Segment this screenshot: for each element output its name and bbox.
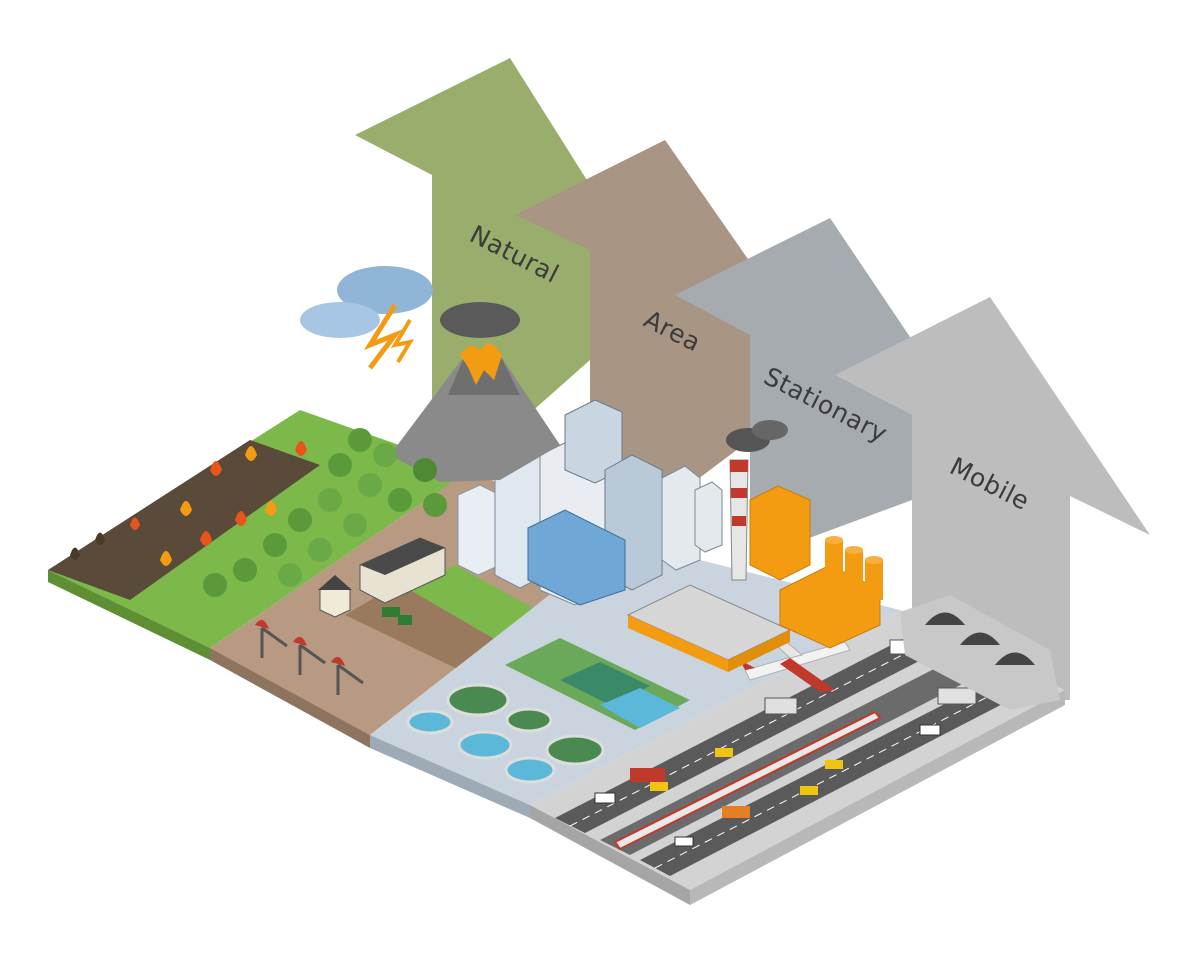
farmhouse-icon <box>318 575 352 618</box>
oil-pump-icon <box>255 619 364 695</box>
water-treatment-icon <box>406 638 690 784</box>
tractor-icon <box>382 607 412 625</box>
storm-cloud-icon <box>300 266 433 338</box>
train-icon <box>613 710 882 851</box>
arrow-area: Area <box>515 140 750 560</box>
wildfire-icon <box>70 441 307 566</box>
office-towers-icon <box>457 399 723 606</box>
barn-icon <box>359 537 446 604</box>
truck-icon <box>630 639 977 818</box>
ground-natural <box>48 410 470 648</box>
ground-natural-edge <box>48 570 210 660</box>
volcano-icon <box>390 302 560 482</box>
arrow-natural: Natural <box>355 58 590 500</box>
lightning-icon <box>363 303 415 370</box>
ground-mobile-side <box>690 690 1065 905</box>
power-plant-chimney-icon <box>726 420 788 581</box>
ground-area-edge <box>210 648 370 748</box>
ground-burnt-forest <box>48 440 320 600</box>
arrow-mobile: Mobile <box>835 297 1150 700</box>
car-icon <box>594 724 941 847</box>
forest-icon <box>203 428 447 597</box>
tunnel-icon <box>900 595 1060 710</box>
ground-stationary-edge <box>370 735 530 818</box>
storage-tanks-icon <box>825 536 883 600</box>
ground-mobile-edge <box>530 805 690 905</box>
